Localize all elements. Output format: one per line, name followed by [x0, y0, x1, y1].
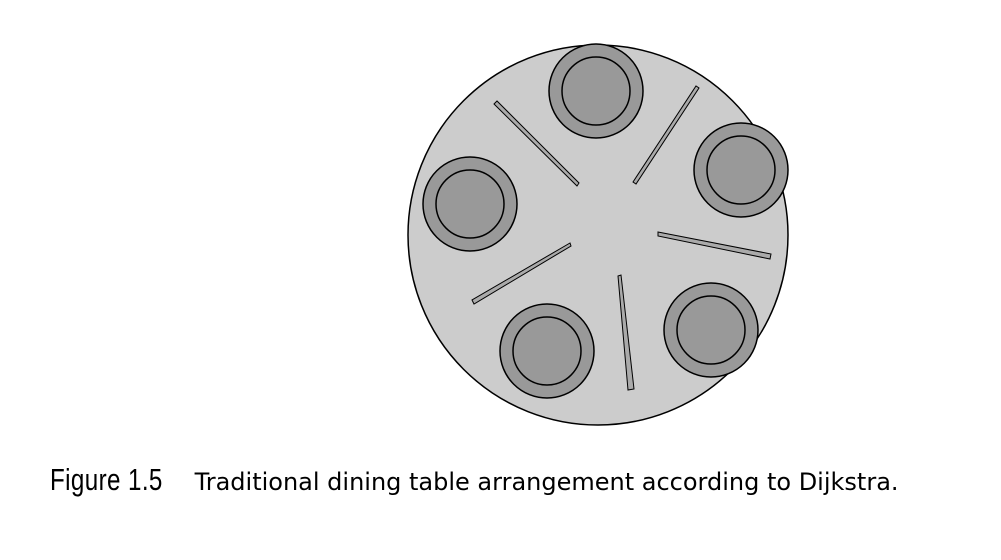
chopstick-2: [632, 85, 700, 185]
figure-caption: Figure 1.5 Traditional dining table arra…: [50, 462, 980, 510]
plate-2: [693, 122, 789, 218]
figure-caption-text: Traditional dining table arrangement acc…: [194, 468, 899, 496]
plate-3-center: [676, 295, 746, 365]
chopstick-3: [657, 231, 772, 260]
plate-4-center: [512, 316, 582, 386]
plate-1-center: [561, 56, 631, 126]
chopstick-4: [617, 274, 635, 391]
plate-2-center: [706, 135, 776, 205]
plate-1: [548, 43, 644, 139]
plate-5: [422, 156, 518, 252]
plate-5-center: [435, 169, 505, 239]
chopstick-5: [471, 242, 572, 305]
chopstick-1: [493, 100, 580, 187]
figure-label: Figure 1.5: [50, 462, 163, 497]
plate-3: [663, 282, 759, 378]
dining-table-diagram: [407, 43, 789, 426]
plate-4: [499, 303, 595, 399]
